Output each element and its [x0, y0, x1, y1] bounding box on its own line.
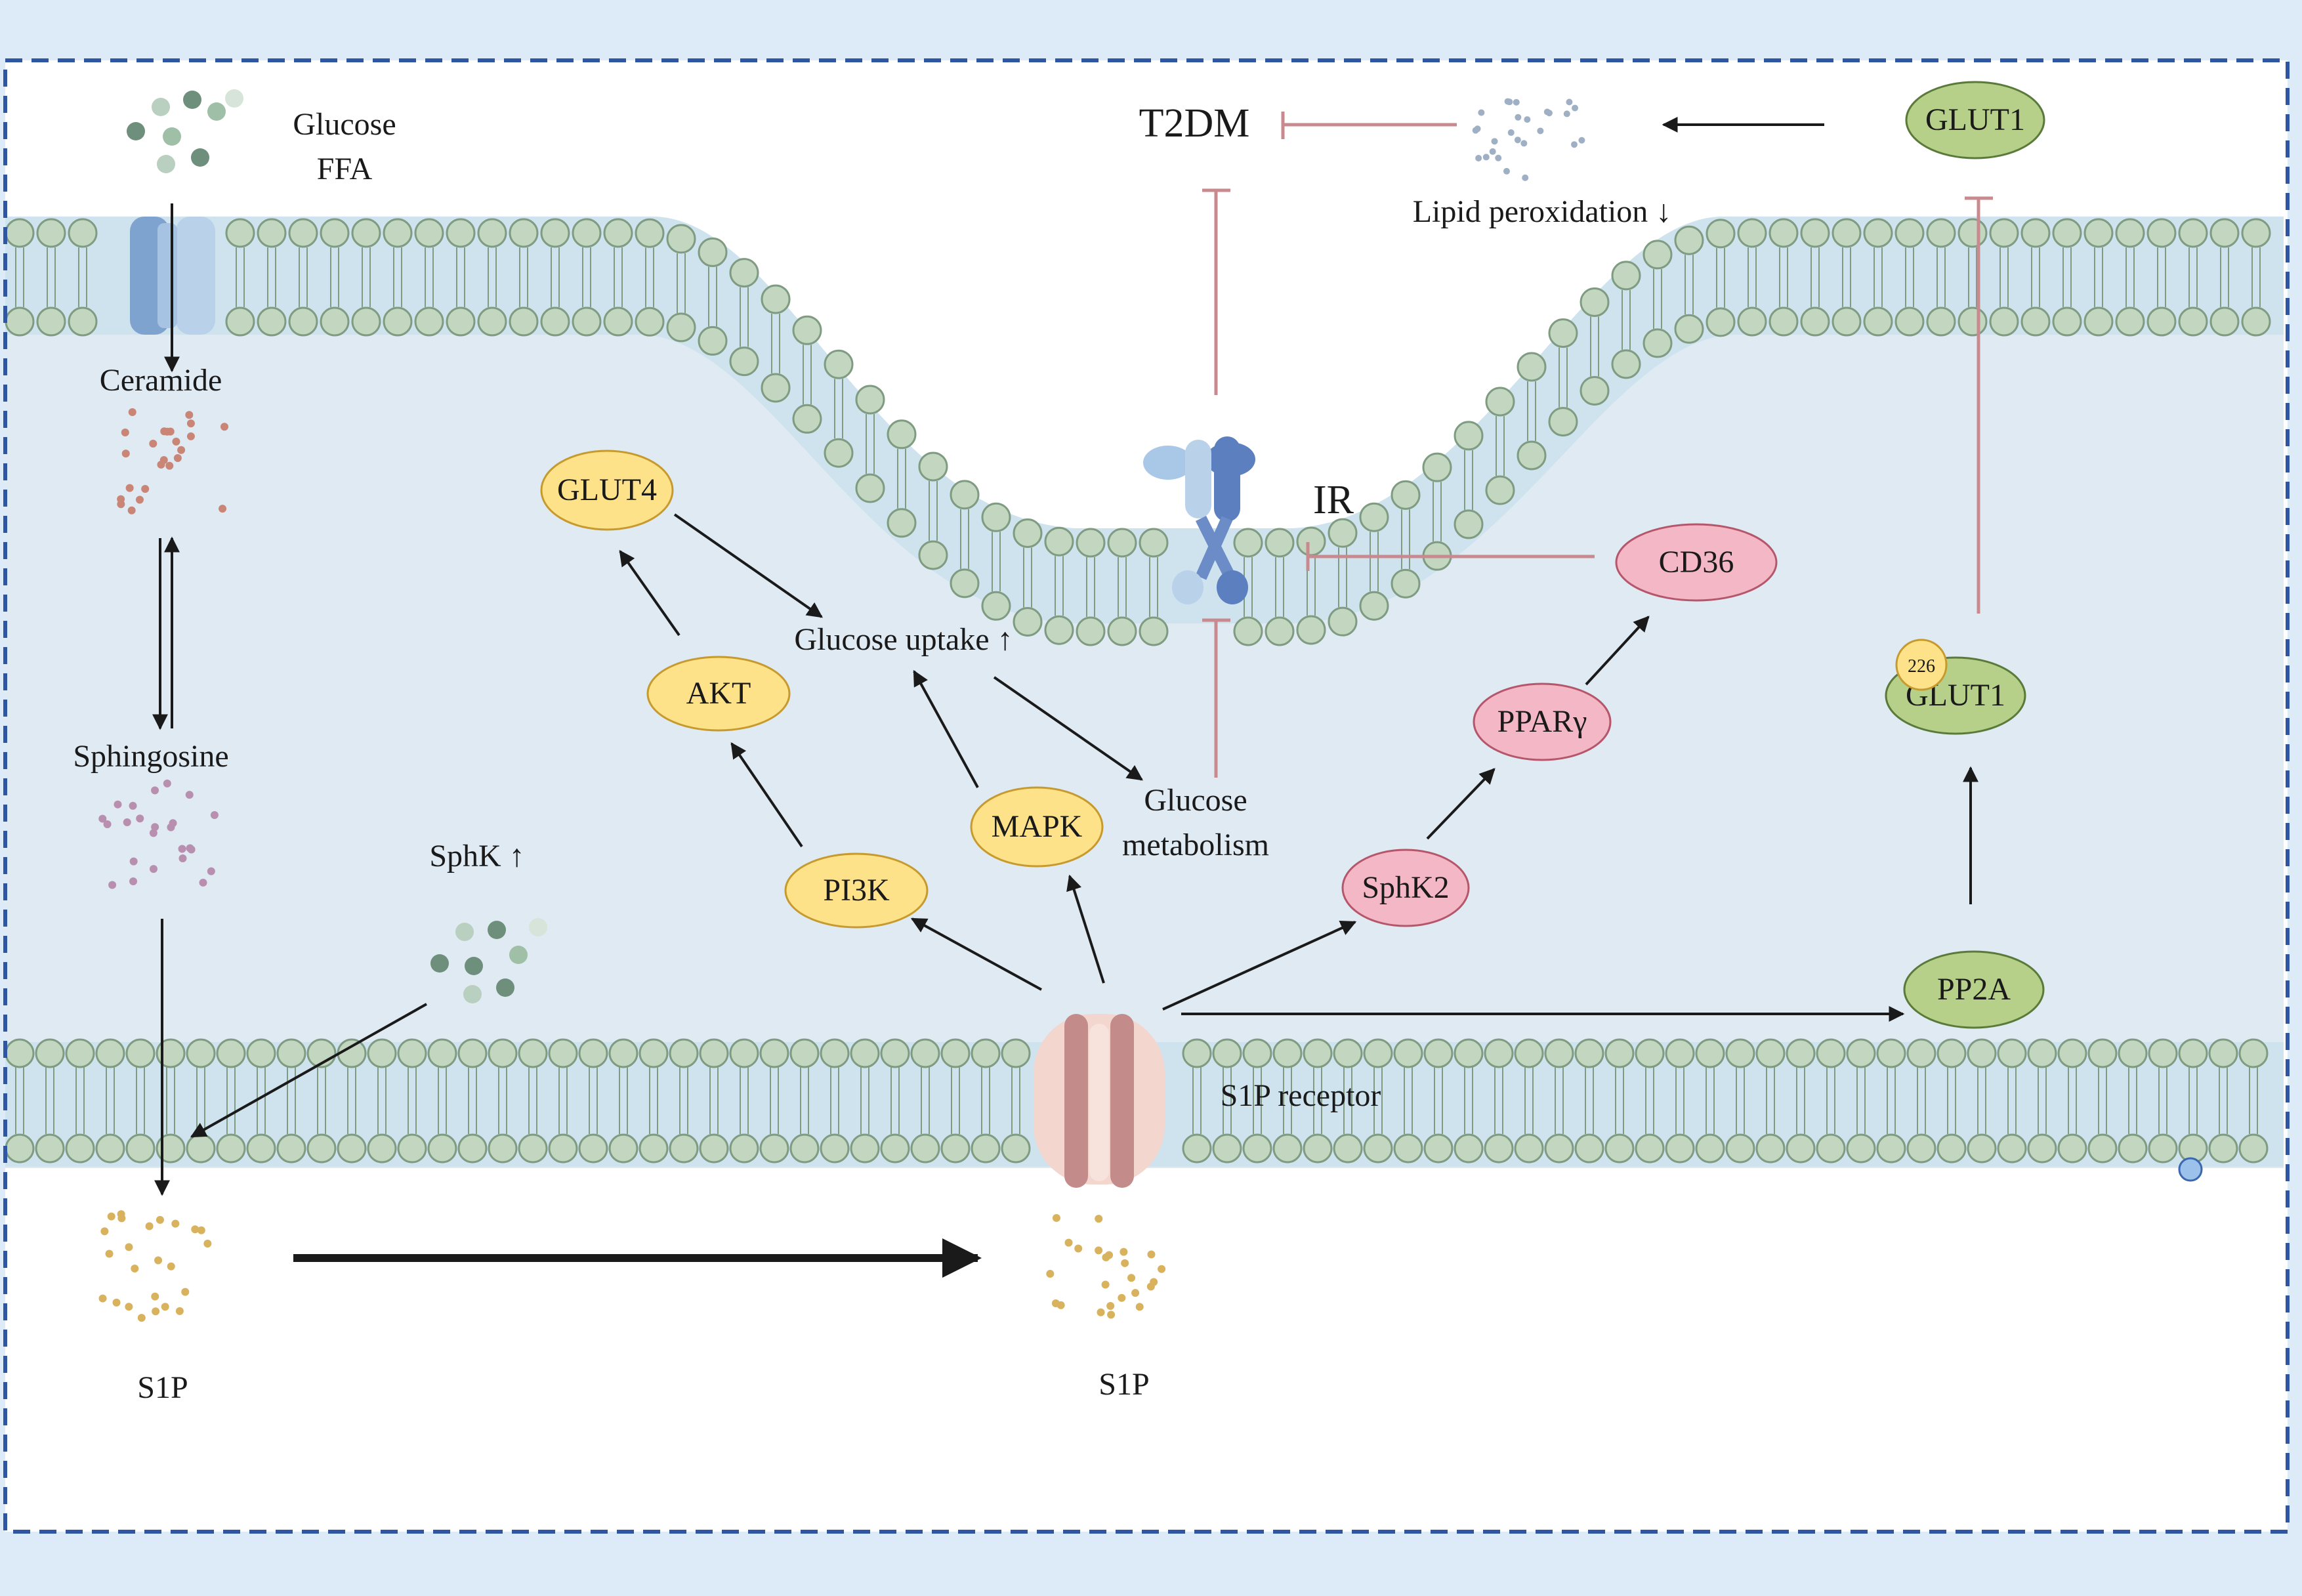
node-pi3k-label: PI3K: [823, 873, 890, 908]
node-glut1-top: GLUT1: [1905, 81, 2045, 159]
label-glucose: Glucose: [293, 107, 396, 142]
activation-arrows: [152, 117, 1978, 1278]
arrow-pi3k-akt: [730, 742, 803, 848]
node-cd36-label: CD36: [1659, 545, 1734, 579]
label-sphk-up: SphK ↑: [429, 839, 524, 873]
label-glucose-metabolism-line1: Glucose: [1144, 783, 1247, 818]
label-s1p-right: S1P: [1099, 1367, 1149, 1402]
particle-clusters: [98, 89, 1585, 1322]
arrow-receptor-pi3k: [910, 917, 1042, 991]
label-ffa: FFA: [317, 152, 373, 186]
node-akt-label: AKT: [686, 676, 751, 711]
arrow-receptor-mapk: [1066, 874, 1105, 984]
label-ceramide: Ceramide: [100, 363, 222, 398]
node-glut1-mid: GLUT1 226: [1885, 639, 2026, 735]
glut1-site-badge: [1895, 639, 1948, 691]
label-sphingosine: Sphingosine: [73, 739, 228, 774]
node-pp2a-label: PP2A: [1937, 972, 2011, 1007]
arrow-ppar-cd36: [1585, 616, 1650, 686]
node-ppar-gamma-label: PPARγ: [1497, 704, 1587, 739]
node-ppar-gamma: PPARγ: [1473, 682, 1612, 761]
insulin-receptor: [1143, 436, 1255, 604]
label-t2dm: T2DM: [1139, 101, 1250, 146]
node-glut4: GLUT4: [540, 450, 674, 531]
label-s1p-receptor: S1P receptor: [1221, 1078, 1381, 1113]
top-membrane: [5, 218, 2271, 646]
text-labels: Glucose FFA Ceramide Sphingosine SphK ↑ …: [73, 101, 1671, 1405]
arrow-mapk-uptake: [913, 669, 979, 788]
arrow-akt-glut4: [619, 550, 680, 637]
node-glut4-label: GLUT4: [557, 472, 657, 507]
arrow-receptor-sphk2: [1162, 921, 1357, 1011]
node-glut1-top-label: GLUT1: [1925, 102, 2025, 137]
node-mapk-label: MAPK: [992, 809, 1083, 844]
s1p-receptor: [1034, 1014, 1165, 1188]
panel-dashed-border: [3, 58, 2290, 1534]
label-lipid-peroxidation: Lipid peroxidation ↓: [1413, 194, 1672, 229]
node-cd36: CD36: [1615, 523, 1778, 602]
node-sphk2: SphK2: [1341, 849, 1470, 927]
arrow-uptake-metabolism: [993, 676, 1143, 781]
label-ir: IR: [1313, 478, 1354, 522]
arrow-glut4-uptake: [673, 513, 823, 618]
inhibition-lines: [1202, 112, 1993, 778]
arrow-sphk2-ppar: [1426, 768, 1496, 840]
label-glucose-uptake: Glucose uptake ↑: [794, 622, 1013, 657]
label-glucose-metabolism-line2: metabolism: [1122, 828, 1269, 862]
node-akt: AKT: [646, 656, 791, 732]
glut1-site-badge-label: 226: [1908, 656, 1935, 677]
label-s1p-left: S1P: [137, 1370, 188, 1405]
small-marker-dot: [2178, 1157, 2203, 1182]
node-mapk: MAPK: [970, 786, 1104, 868]
node-sphk2-label: SphK2: [1362, 870, 1449, 905]
arrow-sphk-s1p: [190, 1003, 427, 1138]
node-pp2a: PP2A: [1903, 950, 2045, 1029]
node-pi3k: PI3K: [784, 852, 929, 929]
